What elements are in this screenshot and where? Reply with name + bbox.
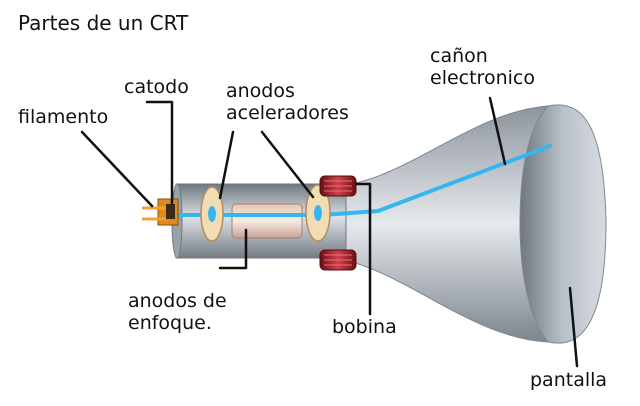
label-anodos-de-enfoque: anodos de enfoque. <box>128 290 227 334</box>
leader-bobina <box>354 182 372 316</box>
leader-catodo <box>145 100 174 205</box>
cathode <box>157 198 179 226</box>
leader-pantalla <box>568 286 579 368</box>
label-anodos-de-enfoque-line-2: enfoque. <box>128 312 212 334</box>
leader-filamento <box>80 130 154 208</box>
filament <box>142 206 166 221</box>
accelerating-anode-disc-2 <box>305 184 331 242</box>
deflection-coil-bottom <box>319 249 357 271</box>
label-filamento: filamento <box>18 106 109 128</box>
label-anodos-aceleradores-line-2: aceleradores <box>226 102 349 124</box>
deflection-coil-top <box>319 175 357 197</box>
leader-aceleradores-1 <box>218 130 235 200</box>
leader-aceleradores-2 <box>260 130 315 199</box>
label-bobina: bobina <box>332 316 397 338</box>
label-canon-electronico: cañon electronico <box>430 45 535 89</box>
label-catodo: catodo <box>124 76 189 98</box>
label-anodos-aceleradores: anodos aceleradores <box>226 80 349 124</box>
leader-enfoque <box>218 228 248 270</box>
diagram-title: Partes de un CRT <box>18 11 189 35</box>
tube-funnel <box>334 105 549 343</box>
electron-beam <box>166 144 552 217</box>
label-canon-electronico-line-2: electronico <box>430 67 535 89</box>
label-canon-electronico-line-1: cañon <box>430 45 488 67</box>
leader-canon <box>488 96 507 166</box>
accelerating-anode-disc-1 <box>200 186 224 242</box>
label-pantalla: pantalla <box>530 369 608 391</box>
screen-face <box>519 104 607 344</box>
label-anodos-aceleradores-line-1: anodos <box>226 80 295 102</box>
label-anodos-de-enfoque-line-1: anodos de <box>128 290 227 312</box>
focus-anode <box>231 203 303 239</box>
